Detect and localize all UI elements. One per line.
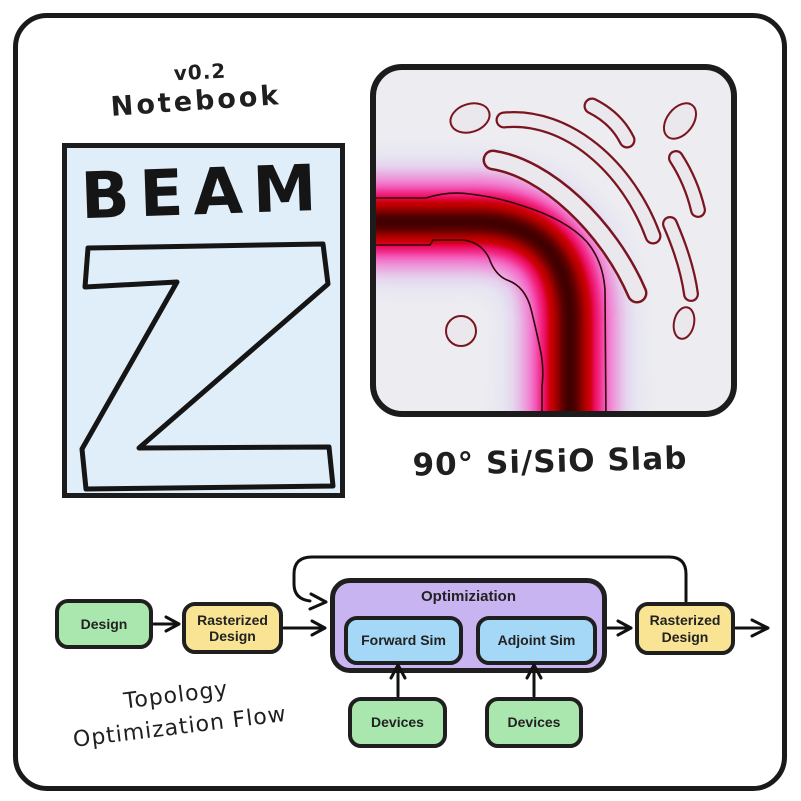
- outer-frame: [13, 13, 787, 791]
- field-plot: [373, 67, 734, 414]
- beam-logo: BEAM: [62, 143, 345, 498]
- flow-node-rasterized-design-out: Rasterized Design: [635, 602, 735, 655]
- flow-node-devices-left: Devices: [348, 697, 447, 748]
- flow-node-rasterized-in-label: Rasterized Design: [197, 611, 268, 644]
- forward-sim-label: Forward Sim: [361, 632, 446, 649]
- devices-right-label: Devices: [507, 714, 561, 731]
- flow-node-rasterized-design-in: Rasterized Design: [182, 602, 283, 654]
- flow-node-design-label: Design: [80, 615, 128, 632]
- devices-left-label: Devices: [371, 714, 424, 731]
- optimization-label: Optimiziation: [421, 588, 516, 605]
- z-glyph: [79, 241, 336, 492]
- flow-node-forward-sim: Forward Sim: [344, 616, 463, 665]
- field-glow: [373, 157, 635, 414]
- simulation-border: [370, 64, 737, 417]
- flow-node-design: Design: [55, 599, 153, 649]
- waveguide-contours: [373, 192, 607, 414]
- flow-node-optimization: Optimiziation Forward Sim Adjoint Sim: [330, 578, 607, 673]
- adjoint-sim-label: Adjoint Sim: [497, 632, 576, 649]
- flow-node-adjoint-sim: Adjoint Sim: [476, 616, 597, 665]
- optimized-structures: [445, 97, 706, 347]
- flow-node-devices-right: Devices: [485, 697, 583, 748]
- simulation-image: [370, 64, 737, 417]
- z-outline: [79, 241, 336, 492]
- flow-node-rasterized-out-label: Rasterized Design: [649, 612, 721, 645]
